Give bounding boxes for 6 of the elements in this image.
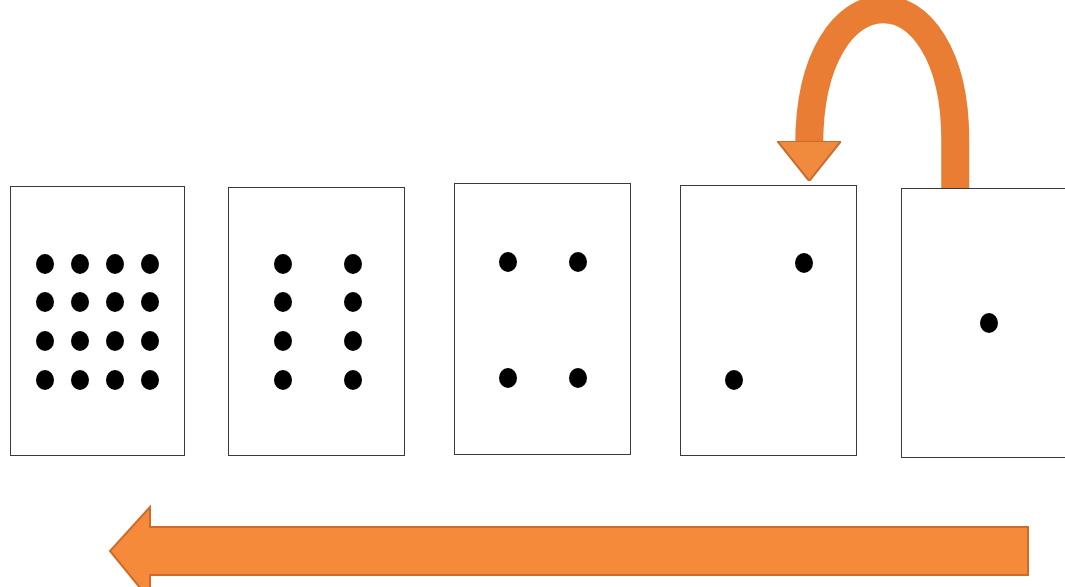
card	[454, 183, 631, 455]
card	[10, 186, 185, 456]
card	[228, 187, 405, 456]
card	[680, 185, 857, 456]
card	[901, 188, 1065, 458]
curved-arrow	[776, 0, 970, 188]
